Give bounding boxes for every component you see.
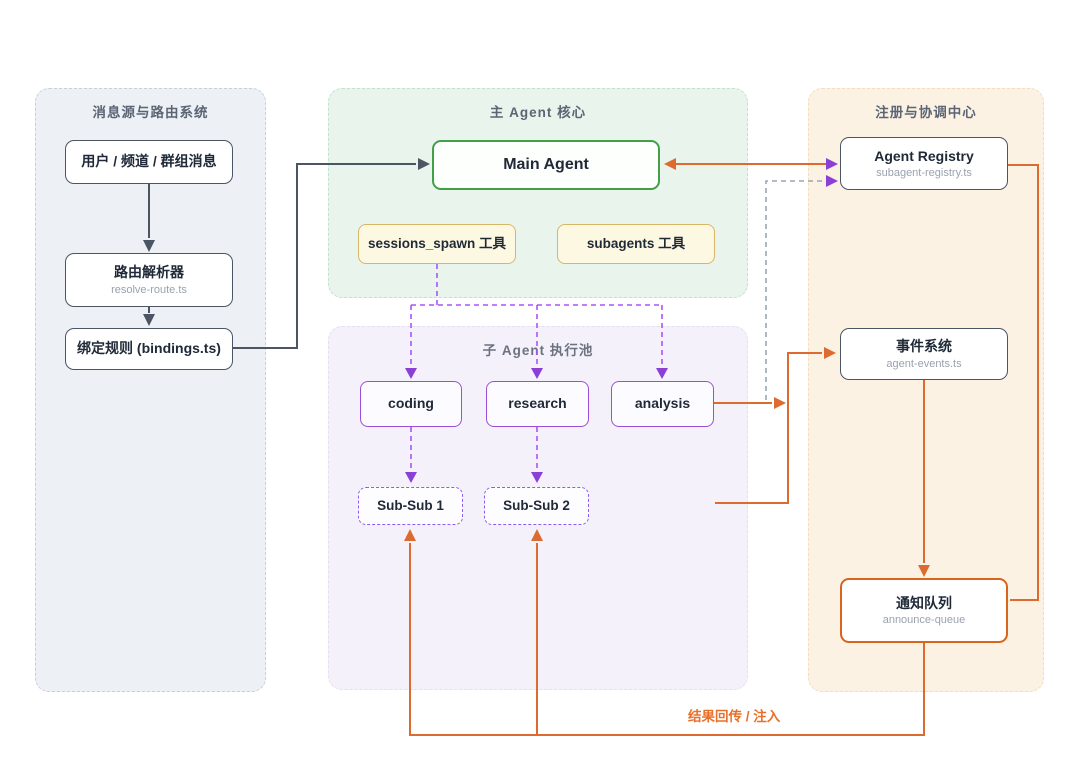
node-sublabel: announce-queue — [882, 614, 966, 627]
node-announce-queue: 通知队列 announce-queue — [840, 578, 1008, 643]
node-route-resolver: 路由解析器 resolve-route.ts — [65, 253, 233, 307]
panel-title-registry-coordination: 注册与协调中心 — [875, 105, 977, 120]
node-event-system: 事件系统 agent-events.ts — [840, 328, 1008, 380]
node-label: 事件系统 — [896, 338, 952, 355]
node-label: coding — [388, 395, 434, 412]
node-label: 通知队列 — [896, 594, 952, 611]
panel-title-subagent-pool: 子 Agent 执行池 — [482, 343, 594, 358]
node-label: research — [508, 395, 567, 412]
node-sub-sub-1: Sub-Sub 1 — [358, 487, 463, 525]
node-user-channel-group-message: 用户 / 频道 / 群组消息 — [65, 140, 233, 184]
node-subagents-tool: subagents 工具 — [557, 224, 715, 264]
node-sublabel: subagent-registry.ts — [876, 167, 972, 180]
edge-label-result-return: 结果回传 / 注入 — [688, 709, 781, 724]
node-analysis-agent: analysis — [611, 381, 714, 427]
node-label: Sub-Sub 2 — [503, 497, 570, 513]
node-sublabel: agent-events.ts — [886, 357, 962, 370]
node-label: subagents 工具 — [586, 235, 686, 251]
node-label: Agent Registry — [874, 147, 974, 164]
node-main-agent: Main Agent — [432, 140, 660, 190]
panel-title-main-agent-core: 主 Agent 核心 — [489, 105, 587, 120]
node-binding-rules: 绑定规则 (bindings.ts) — [65, 328, 233, 370]
node-sublabel: resolve-route.ts — [111, 283, 187, 296]
node-label: 用户 / 频道 / 群组消息 — [81, 153, 217, 170]
node-label: 路由解析器 — [114, 264, 184, 281]
node-label: analysis — [634, 395, 691, 412]
node-agent-registry: Agent Registry subagent-registry.ts — [840, 137, 1008, 190]
arrowhead-analysis-junction — [774, 397, 786, 409]
node-label: Main Agent — [503, 156, 589, 173]
panel-title-message-routing: 消息源与路由系统 — [92, 105, 209, 120]
panel-message-routing: 消息源与路由系统 — [35, 88, 266, 692]
panel-main-agent-core: 主 Agent 核心 — [328, 88, 748, 298]
node-label: Sub-Sub 1 — [377, 497, 444, 513]
node-label: sessions_spawn 工具 — [367, 235, 507, 251]
node-coding-agent: coding — [360, 381, 462, 427]
node-sub-sub-2: Sub-Sub 2 — [484, 487, 589, 525]
node-research-agent: research — [486, 381, 589, 427]
node-sessions-spawn-tool: sessions_spawn 工具 — [358, 224, 516, 264]
node-label: 绑定规则 (bindings.ts) — [77, 340, 221, 357]
